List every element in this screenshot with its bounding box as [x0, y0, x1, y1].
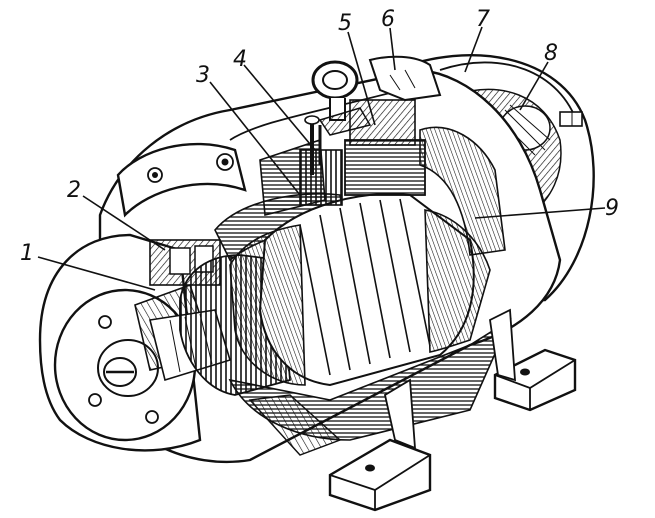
mounting-foot-front [328, 378, 432, 512]
yoke [368, 55, 442, 102]
label-7: 7 [476, 7, 490, 32]
pole-winding [344, 99, 426, 196]
label-1: 1 [20, 241, 34, 266]
leader-lines [37, 26, 606, 291]
label-3: 3 [196, 63, 210, 88]
mounting-foot-rear [489, 308, 577, 412]
rear-shaft-end [559, 111, 583, 127]
label-6: 6 [381, 7, 395, 32]
label-2: 2 [67, 178, 81, 203]
label-9: 9 [605, 196, 619, 221]
armature [229, 193, 491, 387]
label-4: 4 [233, 47, 247, 72]
interpole-winding [419, 126, 506, 256]
label-5: 5 [338, 11, 352, 36]
front-shaft-end [103, 357, 137, 387]
mounting-flange-top [116, 142, 247, 218]
callout-labels: 1 2 3 4 5 6 7 8 9 [20, 7, 619, 266]
label-8: 8 [544, 41, 558, 66]
lifting-eye [311, 60, 372, 136]
